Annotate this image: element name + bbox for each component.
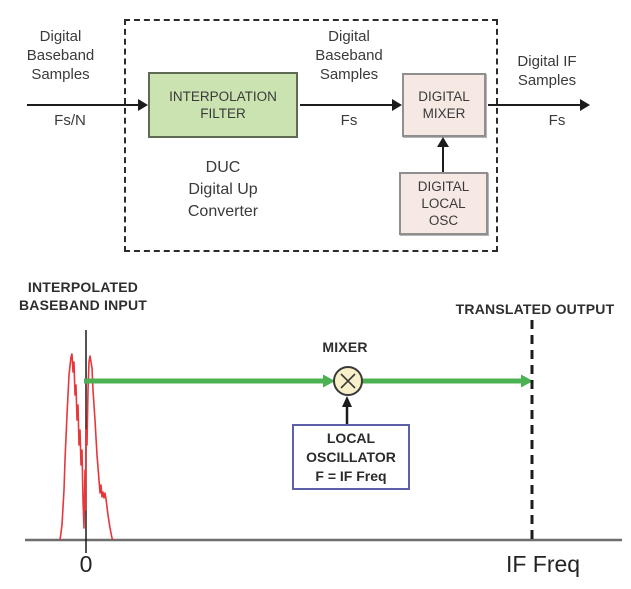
digital-local-osc-label: DIGITAL LOCAL OSC [417, 179, 470, 228]
local-oscillator-label: LOCAL OSCILLATOR F = IF Freq [306, 429, 396, 484]
input-signal-label: Digital Baseband Samples [26, 28, 95, 83]
interpolation-filter-label: INTERPOLATION FILTER [169, 89, 277, 121]
mid-arrow-line [300, 104, 394, 106]
interpolated-input-title: INTERPOLATED BASEBAND INPUT [18, 279, 148, 313]
duc-caption: DUC Digital Up Converter [187, 159, 259, 220]
input-arrowhead-icon [138, 99, 148, 111]
input-arrow-line [27, 104, 139, 106]
output-rate-label: Fs [548, 112, 566, 129]
axis-if-freq-label: IF Freq [505, 551, 581, 577]
mixer-x-stroke-2 [340, 373, 356, 389]
digital-mixer-label: DIGITAL MIXER [418, 89, 470, 121]
translation-arrowhead-left-icon [323, 374, 335, 388]
input-rate-label: Fs/N [54, 112, 86, 129]
output-arrowhead-icon [580, 99, 590, 111]
output-arrow-line [488, 104, 582, 106]
translation-arrowhead-right-icon [521, 374, 533, 388]
mid-signal-label: Digital Baseband Samples [315, 28, 383, 83]
osc-arrowhead-icon [437, 137, 449, 147]
mid-rate-label: Fs [340, 112, 358, 129]
mid-arrowhead-icon [392, 99, 402, 111]
osc-arrow-line [442, 145, 444, 172]
duc-dashed-outline [124, 19, 498, 252]
output-signal-label: Digital IF Samples [517, 53, 577, 89]
digital-local-osc-block: DIGITAL LOCAL OSC [399, 172, 488, 235]
translated-output-title: TRANSLATED OUTPUT [455, 301, 615, 317]
frequency-translation-figure [25, 320, 622, 553]
lo-to-mixer-arrowhead-icon [342, 396, 352, 407]
baseband-spectrum-curve [59, 353, 114, 541]
interpolation-filter-block: INTERPOLATION FILTER [148, 72, 298, 138]
digital-mixer-block: DIGITAL MIXER [402, 73, 486, 137]
mixer-title: MIXER [322, 339, 368, 355]
local-oscillator-box: LOCAL OSCILLATOR F = IF Freq [292, 424, 410, 490]
axis-zero-label: 0 [79, 551, 93, 577]
